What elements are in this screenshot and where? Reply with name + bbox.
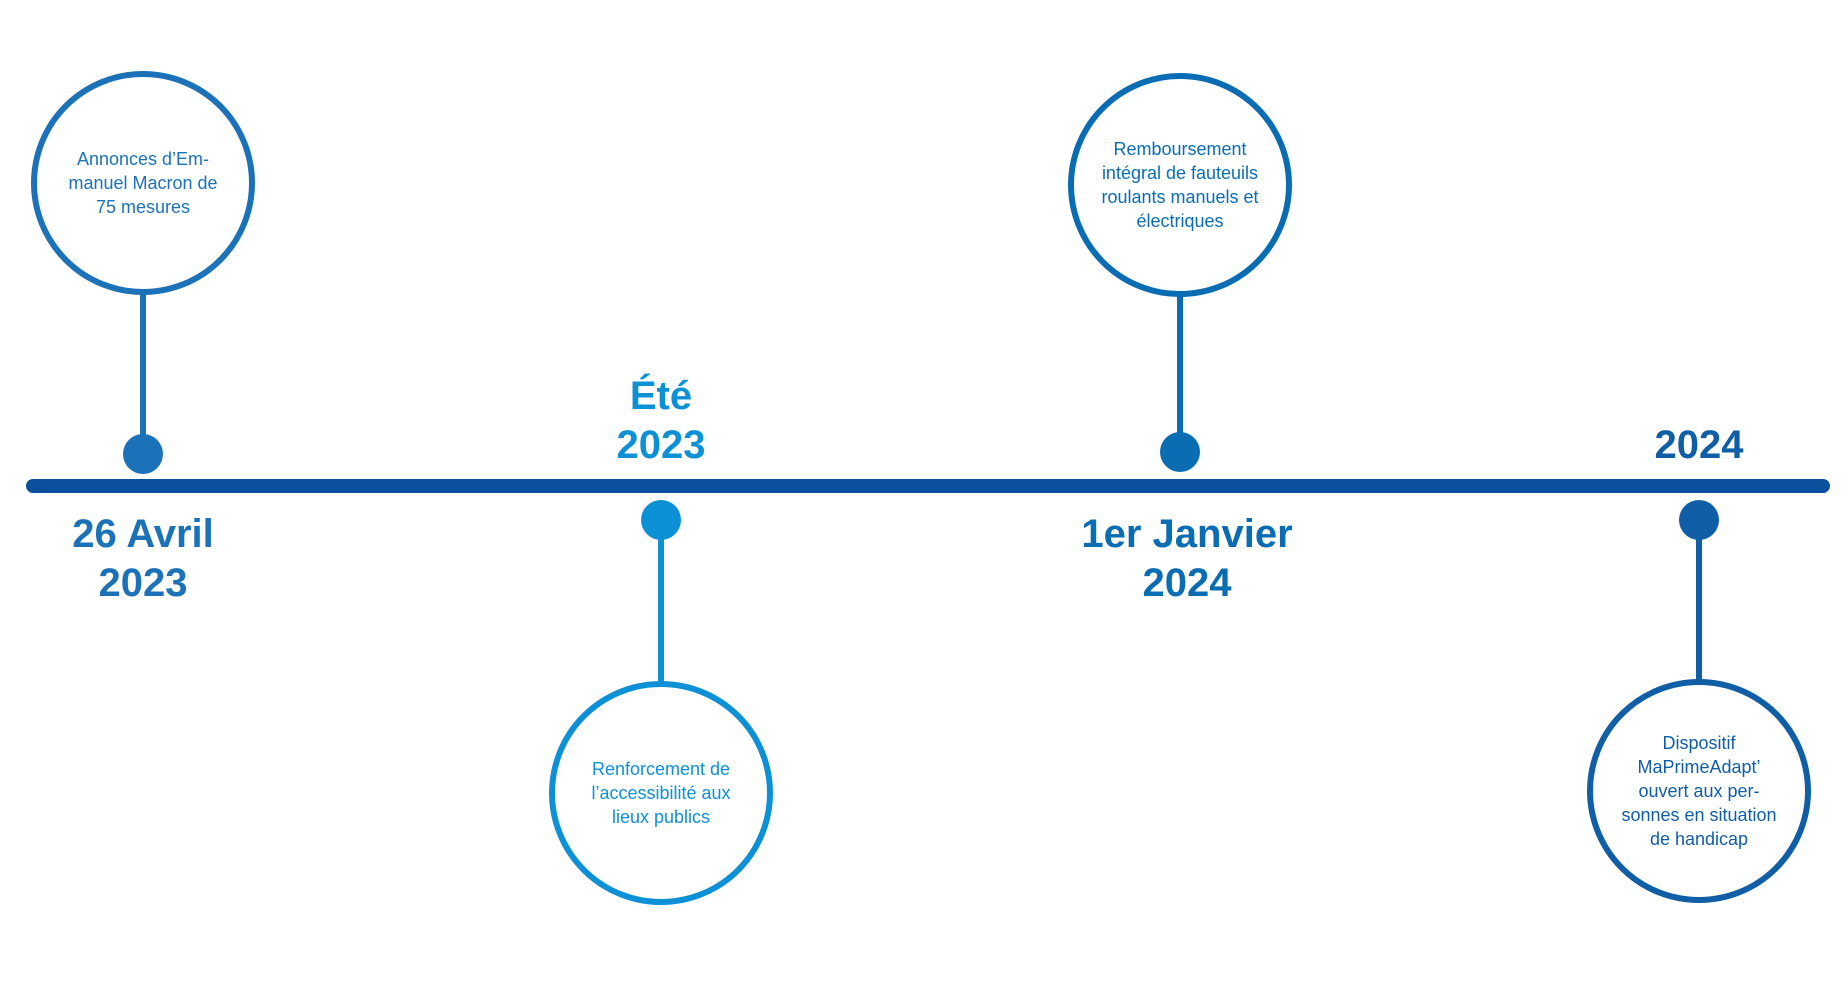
milestone-description: Renforcement de l’accessibilité aux lieu… — [591, 759, 731, 827]
milestone-connector — [1177, 294, 1183, 452]
milestone-date-line-2: 2023 — [616, 423, 706, 467]
milestone-connector — [140, 292, 146, 454]
milestone-marker — [1679, 500, 1719, 540]
timeline-axis — [26, 479, 1830, 493]
milestone-date-line-1: Été — [629, 374, 693, 418]
milestone-marker — [641, 500, 681, 540]
milestone-bubble: Dispositif MaPrimeAdapt’ ouvert aux per-… — [1587, 679, 1811, 903]
milestone-date-line-2: 2024 — [1654, 423, 1744, 467]
milestone-description: Annonces d’Em-manuel Macron de 75 mesure… — [68, 149, 218, 217]
milestone-date-line-2: 2024 — [1142, 561, 1232, 605]
milestone-date-line-1: 1er Janvier — [1081, 512, 1293, 556]
milestone-bubble: Annonces d’Em-manuel Macron de 75 mesure… — [31, 71, 255, 295]
milestone-bubble: Renforcement de l’accessibilité aux lieu… — [549, 681, 773, 905]
milestone-date: 26 Avril 2023 — [0, 510, 323, 608]
milestone-description: Remboursement intégral de fauteuils roul… — [1101, 139, 1259, 231]
milestone-date: Été 2023 — [481, 372, 841, 470]
milestone-date-line-1: 26 Avril — [72, 512, 214, 556]
milestone-description: Dispositif MaPrimeAdapt’ ouvert aux per-… — [1621, 733, 1777, 849]
milestone-connector — [658, 520, 664, 681]
milestone-date: 2024 — [1519, 421, 1845, 470]
milestone-date: 1er Janvier 2024 — [1007, 510, 1367, 608]
milestone-connector — [1696, 520, 1702, 680]
milestone-marker — [123, 434, 163, 474]
milestone-marker — [1160, 432, 1200, 472]
milestone-bubble: Remboursement intégral de fauteuils roul… — [1068, 73, 1292, 297]
milestone-date-line-2: 2023 — [98, 561, 188, 605]
